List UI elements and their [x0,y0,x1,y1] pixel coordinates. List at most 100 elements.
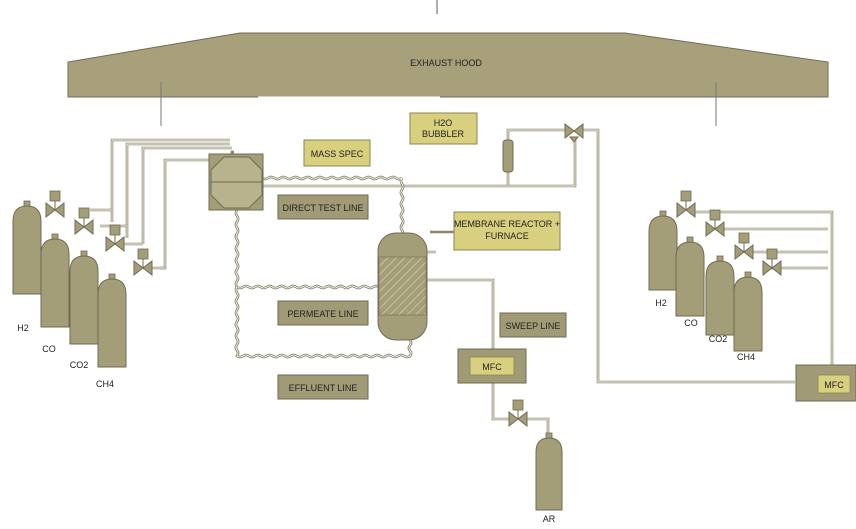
mass-spec: MASS SPEC [208,139,371,211]
left-cylinder-co2 [69,250,99,345]
reactor-furnace-zone [378,256,427,316]
left-cylinder-co2-body [69,255,99,345]
mfc-center-label: MFC [482,362,502,372]
valve-left-ch4-left [133,259,144,277]
right-cylinder-co [675,236,705,317]
left-cylinder-h2-body [12,205,42,295]
valve-bubbler-outlet [568,136,580,143]
right-gas-label: CO [684,318,698,328]
direct-test-line-box [277,194,369,220]
left-gas-label: CH4 [96,379,114,389]
valve-bubbler [564,122,584,140]
pipe-sweep-line [425,278,495,350]
valve-right-ch4 [762,248,782,277]
membrane-reactor-box [453,211,561,251]
exhaust-hood: EXHAUST HOOD [67,0,829,126]
left-cylinder-h2 [12,200,42,295]
valve-left-co-actuator [78,207,90,219]
heated-lines [234,175,413,359]
right-cylinder-ch4-body [733,276,763,352]
mfc-right: MFC [795,364,856,402]
pipe-bubbler-to-valve [506,128,570,140]
valve-right-co [705,209,725,238]
h2o-bubbler-box [409,112,478,145]
bubbler-pipes [262,128,795,384]
left-gas-cylinders [12,200,127,368]
valve-left-co2-actuator [109,224,121,236]
right-cylinder-co-body [675,241,705,317]
argon-cylinder-body [535,437,563,511]
right-cylinder-co2-body [705,260,735,336]
left-gas-label: CO2 [70,360,89,370]
argon-cylinder-group: AR [535,432,563,524]
pipe-valve-to-argon [527,417,550,440]
left-gas-label: H2 [17,323,29,333]
permeate-line-label: PERMEATE LINE [287,309,358,319]
valve-right-co2-left [734,243,745,261]
argon-cylinder [535,432,563,511]
direct-test-line-label: DIRECT TEST LINE [282,203,363,213]
valve-argon-right [517,410,528,428]
line-labels: DIRECT TEST LINE PERMEATE LINE EFFLUENT … [277,194,567,400]
mfc-right-display [817,374,851,394]
valve-right-co-left [705,220,716,238]
valve-argon-actuator [512,399,524,411]
h2o-bubbler: H2O BUBBLER [409,112,514,173]
sweep-line-box [499,312,567,338]
left-cylinder-ch4 [97,273,127,368]
right-cylinder-h2 [648,210,678,291]
mass-spec-label: MASS SPEC [311,149,364,159]
permeate-heated-line [234,209,386,290]
bubbler-vessel [502,139,514,173]
effluent-line-box [277,374,369,400]
valve-left-co-left [74,218,85,236]
exhaust-hood-label: EXHAUST HOOD [410,58,482,68]
valve-left-co2-left [105,235,116,253]
valve-left-co2-right [114,235,125,253]
right-gas-cylinders [648,210,763,352]
right-gas-label: CO2 [709,334,728,344]
valve-left-ch4-right [142,259,153,277]
valve-argon [508,399,528,428]
h2o-bubbler-label-line2: BUBBLER [422,129,465,139]
pipe-mfc-to-valve [491,383,510,421]
hood-body [67,32,829,98]
valve-left-h2-actuator [49,190,61,202]
valve-argon-left [508,410,519,428]
mfc-right-label: MFC [824,380,844,390]
valve-bubbler-left [564,122,575,140]
valve-left-h2 [45,190,65,219]
valve-right-ch4-actuator [766,248,778,260]
valve-right-co2-right [743,243,754,261]
mass-spec-box [303,139,371,167]
valve-left-ch4-actuator [137,248,149,260]
membrane-reactor-label-line1: MEMBRANE REACTOR + [454,219,560,229]
valve-left-co [74,207,94,236]
membrane-reactor: MEMBRANE REACTOR + FURNACE [377,211,561,341]
valve-left-h2-left [45,201,56,219]
right-cylinder-h2-body [648,215,678,291]
valve-right-co-actuator [709,209,721,221]
sweep-line-label: SWEEP LINE [506,321,561,331]
valve-right-ch4-right [771,259,782,277]
valve-left-co2 [105,224,125,253]
h2o-bubbler-label-line1: H2O [434,118,453,128]
right-cylinder-ch4 [733,271,763,352]
valve-left-ch4 [133,248,153,277]
right-gas-label: CH4 [737,352,755,362]
effluent-line-label: EFFLUENT LINE [289,383,358,393]
mfc-center-display [469,356,515,376]
valve-left-co-right [83,218,94,236]
valve-right-h2-left [676,201,687,219]
mfc-center: MFC [457,348,527,384]
right-manifold-pipes [695,210,834,366]
right-gas-label: H2 [655,298,667,308]
valve-right-h2 [676,190,696,219]
left-gas-label: CO [42,344,56,354]
left-cylinder-co [40,233,70,328]
valve-right-co2 [734,232,754,261]
valve-right-h2-right [685,201,696,219]
right-cylinder-co2 [705,255,735,336]
